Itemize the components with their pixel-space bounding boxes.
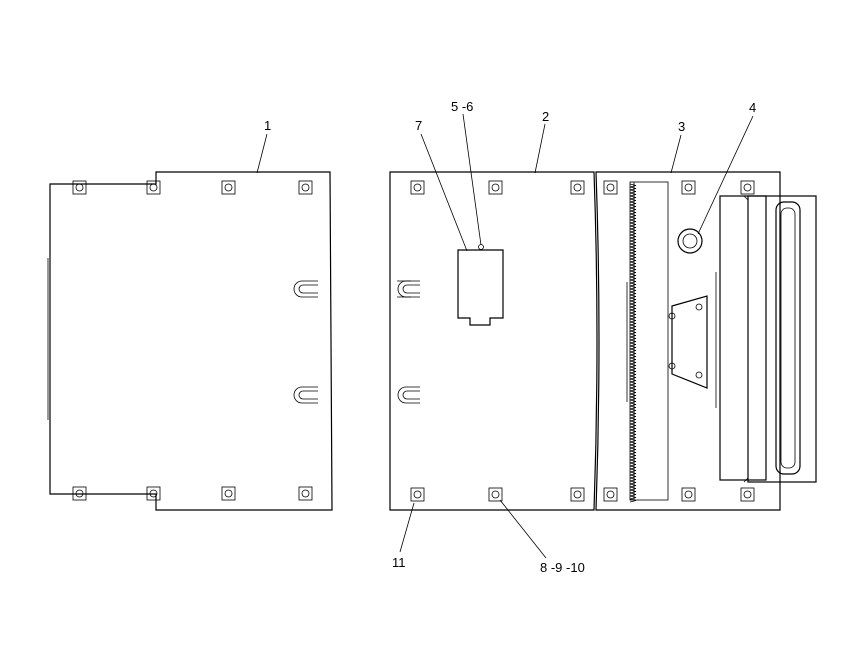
fastener <box>740 487 755 502</box>
fastener <box>570 180 585 195</box>
fastener <box>221 180 236 195</box>
round-port <box>677 228 703 254</box>
fastener <box>603 487 618 502</box>
callout-2: 2 <box>542 109 549 124</box>
callout-5-6: 5 -6 <box>451 99 473 114</box>
bracket <box>668 295 708 389</box>
tooth-row <box>629 183 637 503</box>
fastener <box>410 180 425 195</box>
u-clip <box>293 386 318 404</box>
fastener <box>570 487 585 502</box>
serrated-edge <box>629 183 637 503</box>
fastener <box>221 486 236 501</box>
panel-1 <box>47 171 333 511</box>
handle-housing <box>715 195 817 483</box>
callout-7: 7 <box>415 118 422 133</box>
fastener <box>410 487 425 502</box>
fastener <box>603 180 618 195</box>
fastener <box>488 180 503 195</box>
fastener <box>298 180 313 195</box>
panel-3 <box>595 171 817 511</box>
fastener <box>72 180 87 195</box>
fastener <box>298 486 313 501</box>
callout-1: 1 <box>264 118 271 133</box>
fastener <box>681 180 696 195</box>
callout-11: 11 <box>392 555 406 570</box>
fastener <box>488 487 503 502</box>
fastener <box>72 486 87 501</box>
callout-8-9-10: 8 -9 -10 <box>540 560 585 575</box>
fastener <box>146 486 161 501</box>
label-plate <box>457 244 504 326</box>
u-clip <box>293 280 318 298</box>
u-clip <box>397 280 420 298</box>
fastener <box>146 180 161 195</box>
callout-4: 4 <box>749 100 756 115</box>
fastener <box>681 487 696 502</box>
callout-3: 3 <box>678 119 685 134</box>
leader-lines <box>256 113 754 559</box>
panel-2 <box>389 171 598 511</box>
u-clip <box>397 386 420 404</box>
fastener <box>740 180 755 195</box>
